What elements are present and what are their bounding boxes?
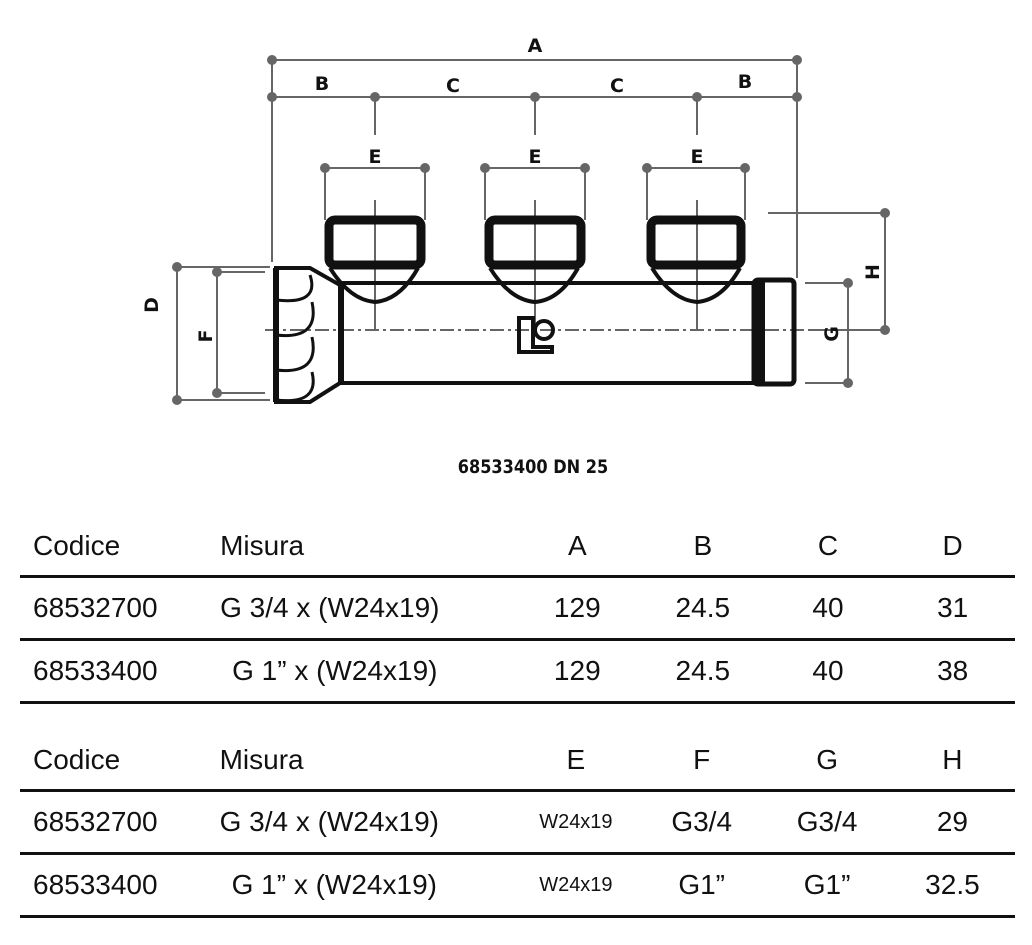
header-cell: C xyxy=(817,530,839,561)
table-header: Codice Misura E F G H xyxy=(20,731,1015,791)
table-row: 68533400 G 1” x (W24x19) W24x19 G1” G1” … xyxy=(20,852,1015,918)
cell-e: W24x19 xyxy=(512,789,639,854)
cell-codice: 68532700 xyxy=(20,575,221,640)
header-cell: E xyxy=(566,744,586,775)
manifold-body xyxy=(273,215,797,404)
cell-codice: 68533400 xyxy=(20,852,220,918)
cell-h: 29 xyxy=(889,789,1015,854)
label-b-right: B xyxy=(738,71,752,93)
cell-misura: G 1” x (W24x19) xyxy=(219,852,513,918)
cell-codice: 68532700 xyxy=(20,789,220,854)
header-cell: Misura xyxy=(220,530,305,561)
header-cell: B xyxy=(693,530,713,561)
label-f: F xyxy=(195,330,217,343)
header-cell: Codice xyxy=(33,530,121,561)
cell-c: 40 xyxy=(765,575,891,640)
header-cell: H xyxy=(942,744,963,775)
cell-g: G3/4 xyxy=(764,789,890,854)
drawing-caption: 68533400 DN 25 xyxy=(457,456,609,478)
label-d: D xyxy=(141,297,163,313)
cell-f: G3/4 xyxy=(638,789,765,854)
cell-misura: G 3/4 x (W24x19) xyxy=(220,575,515,640)
header-cell: A xyxy=(567,530,587,561)
table-row: 68532700 G 3/4 x (W24x19) W24x19 G3/4 G3… xyxy=(20,789,1015,854)
label-e-1: E xyxy=(369,146,382,168)
dimension-labels: A B C C B E E E D F G H xyxy=(141,35,884,342)
label-e-2: E xyxy=(529,146,542,168)
cell-codice: 68533400 xyxy=(20,638,221,704)
header-cell: Codice xyxy=(33,744,121,775)
table-row: 68532700 G 3/4 x (W24x19) 129 24.5 40 31 xyxy=(20,575,1015,640)
label-c-right: C xyxy=(610,75,624,97)
cell-misura: G 3/4 x (W24x19) xyxy=(219,789,513,854)
header-cell: D xyxy=(942,530,963,561)
cell-b: 24.5 xyxy=(639,638,766,704)
manifold-technical-drawing: A B C C B E E E D F G H xyxy=(141,35,890,405)
cell-f: G1” xyxy=(638,852,765,918)
cell-c: 40 xyxy=(765,638,891,704)
header-cell: G xyxy=(816,744,838,775)
cell-a: 129 xyxy=(514,575,640,640)
cell-a: 129 xyxy=(514,638,640,704)
label-h: H xyxy=(862,264,884,280)
cell-h: 32.5 xyxy=(889,852,1015,918)
label-c-left: C xyxy=(446,75,460,97)
cell-d: 31 xyxy=(890,575,1015,640)
dimensions-table-e-h: Codice Misura E F G H 68532700 G 3/4 x (… xyxy=(20,731,1015,918)
dimension-dots xyxy=(172,55,890,405)
header-cell: Misura xyxy=(219,744,304,775)
header-cell: F xyxy=(693,744,711,775)
cell-g: G1” xyxy=(764,852,890,918)
table-header: Codice Misura A B C D xyxy=(20,517,1015,577)
cell-d: 38 xyxy=(890,638,1015,704)
cell-e: W24x19 xyxy=(512,852,639,918)
dimensions-table-a-d: Codice Misura A B C D 68532700 G 3/4 x (… xyxy=(20,517,1015,704)
table-row: 68533400 G 1” x (W24x19) 129 24.5 40 38 xyxy=(20,638,1015,704)
label-g: G xyxy=(821,326,843,342)
label-e-3: E xyxy=(691,146,704,168)
label-b-left: B xyxy=(315,73,329,95)
cell-b: 24.5 xyxy=(639,575,766,640)
label-a: A xyxy=(528,35,543,57)
cell-misura: G 1” x (W24x19) xyxy=(220,638,515,704)
